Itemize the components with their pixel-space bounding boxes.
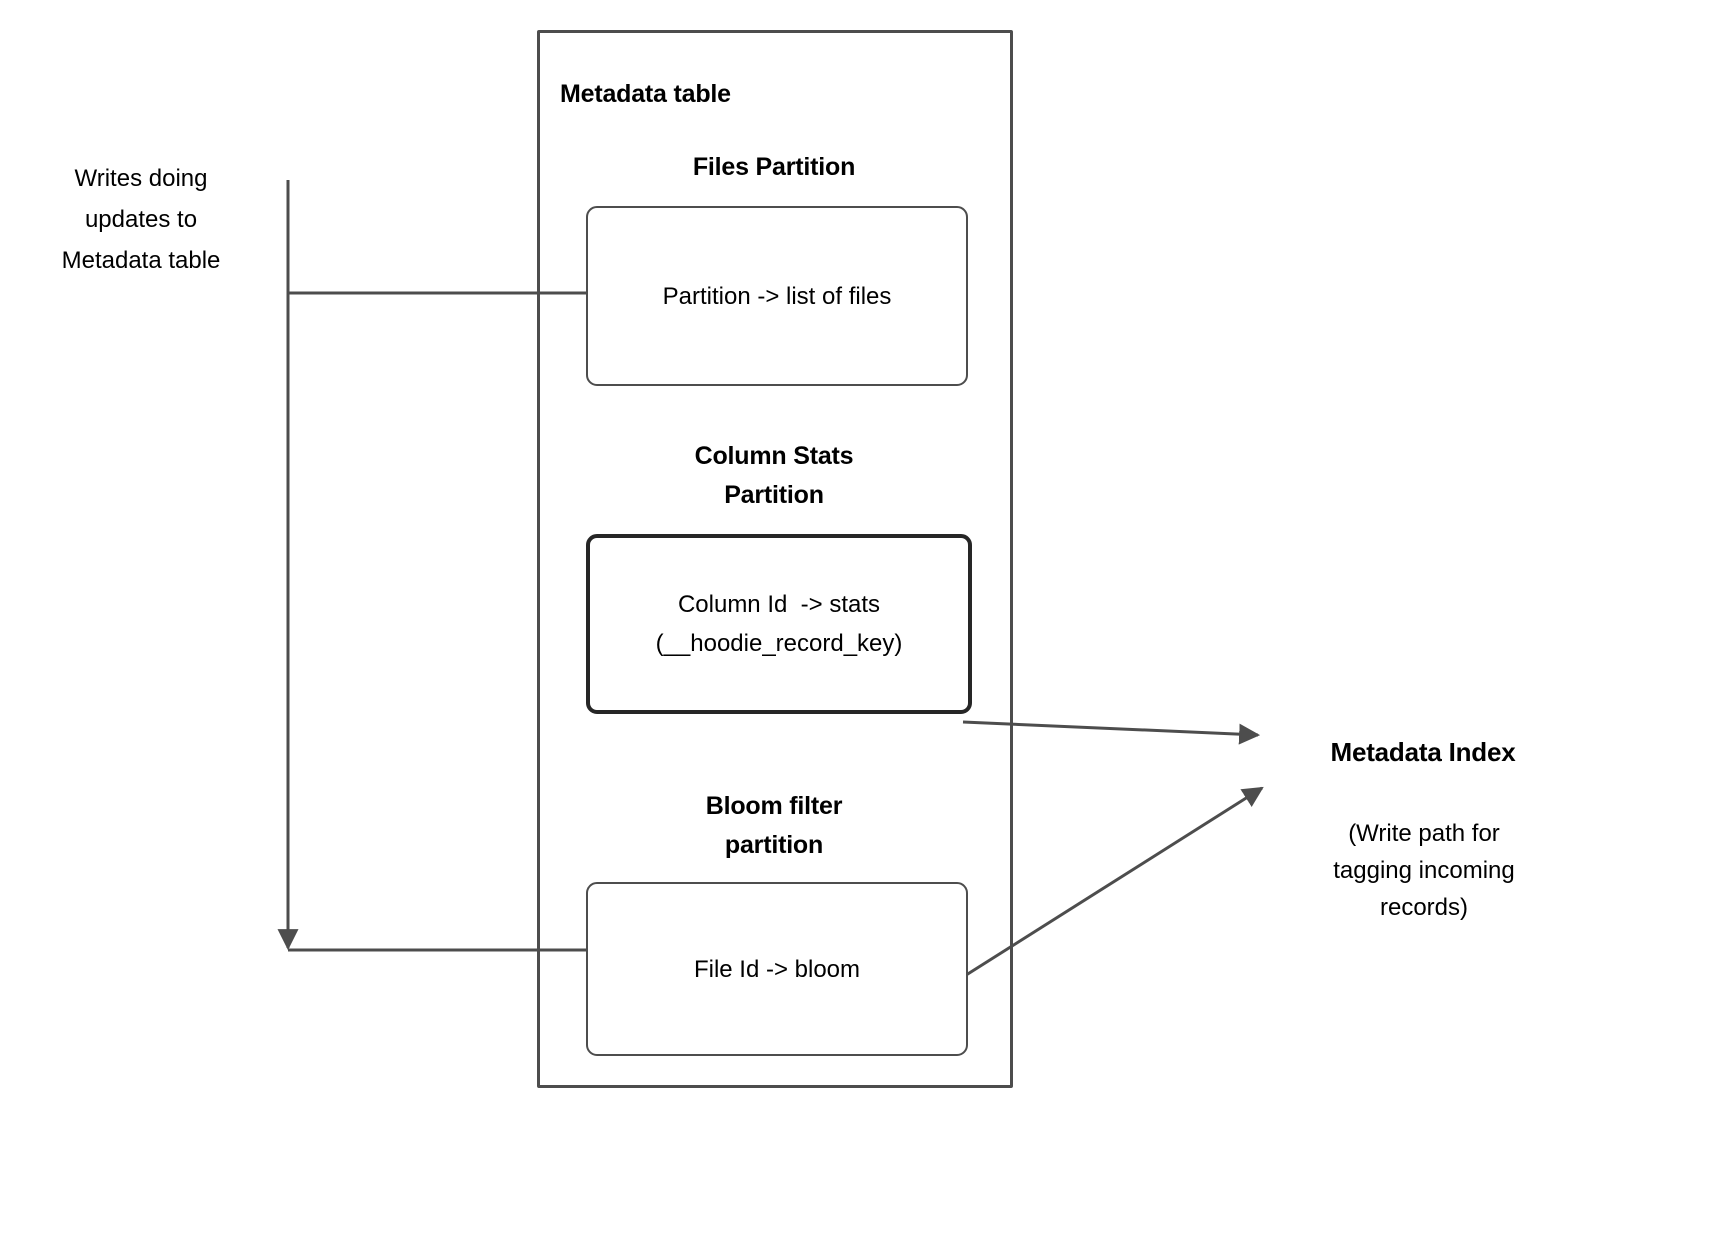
bloom-filter-partition-heading-line-2: partition [724,831,824,859]
writes-annotation-line-1: Writes doing [74,165,208,192]
metadata-index-caption: (Write path for tagging incoming records… [1293,815,1555,926]
metadata-index-caption-line-3: records) [1379,894,1469,921]
metadata-index-title: Metadata Index [1330,737,1516,767]
metadata-table-container [537,30,1013,1088]
column-stats-partition-heading: Column Stats Partition [584,437,964,515]
bloom-filter-box-line-1: File Id -> bloom [693,955,861,983]
writes-annotation: Writes doing updates to Metadata table [10,158,272,281]
metadata-table-title: Metadata table [560,80,731,108]
files-partition-heading: Files Partition [584,148,964,187]
writes-annotation-line-3: Metadata table [61,247,221,274]
bloom-filter-partition-heading: Bloom filter partition [584,787,964,865]
column-stats-box-line-1: Column Id -> stats [677,591,881,618]
files-partition-heading-line-1: Files Partition [692,153,856,181]
metadata-index-caption-line-2: tagging incoming [1333,857,1515,884]
metadata-index-caption-line-1: (Write path for [1348,820,1500,847]
bloom-filter-partition-box: File Id -> bloom [586,882,968,1056]
bloom-filter-partition-heading-line-1: Bloom filter [705,792,843,820]
files-partition-box-line-1: Partition -> list of files [662,282,892,310]
column-stats-partition-box: Column Id -> stats (__hoodie_record_key) [586,534,972,714]
column-stats-box-line-2: (__hoodie_record_key) [655,630,903,657]
column-stats-partition-heading-line-1: Column Stats [694,442,854,470]
column-stats-partition-heading-line-2: Partition [724,481,824,509]
writes-annotation-line-2: updates to [84,206,198,233]
files-partition-box: Partition -> list of files [586,206,968,386]
